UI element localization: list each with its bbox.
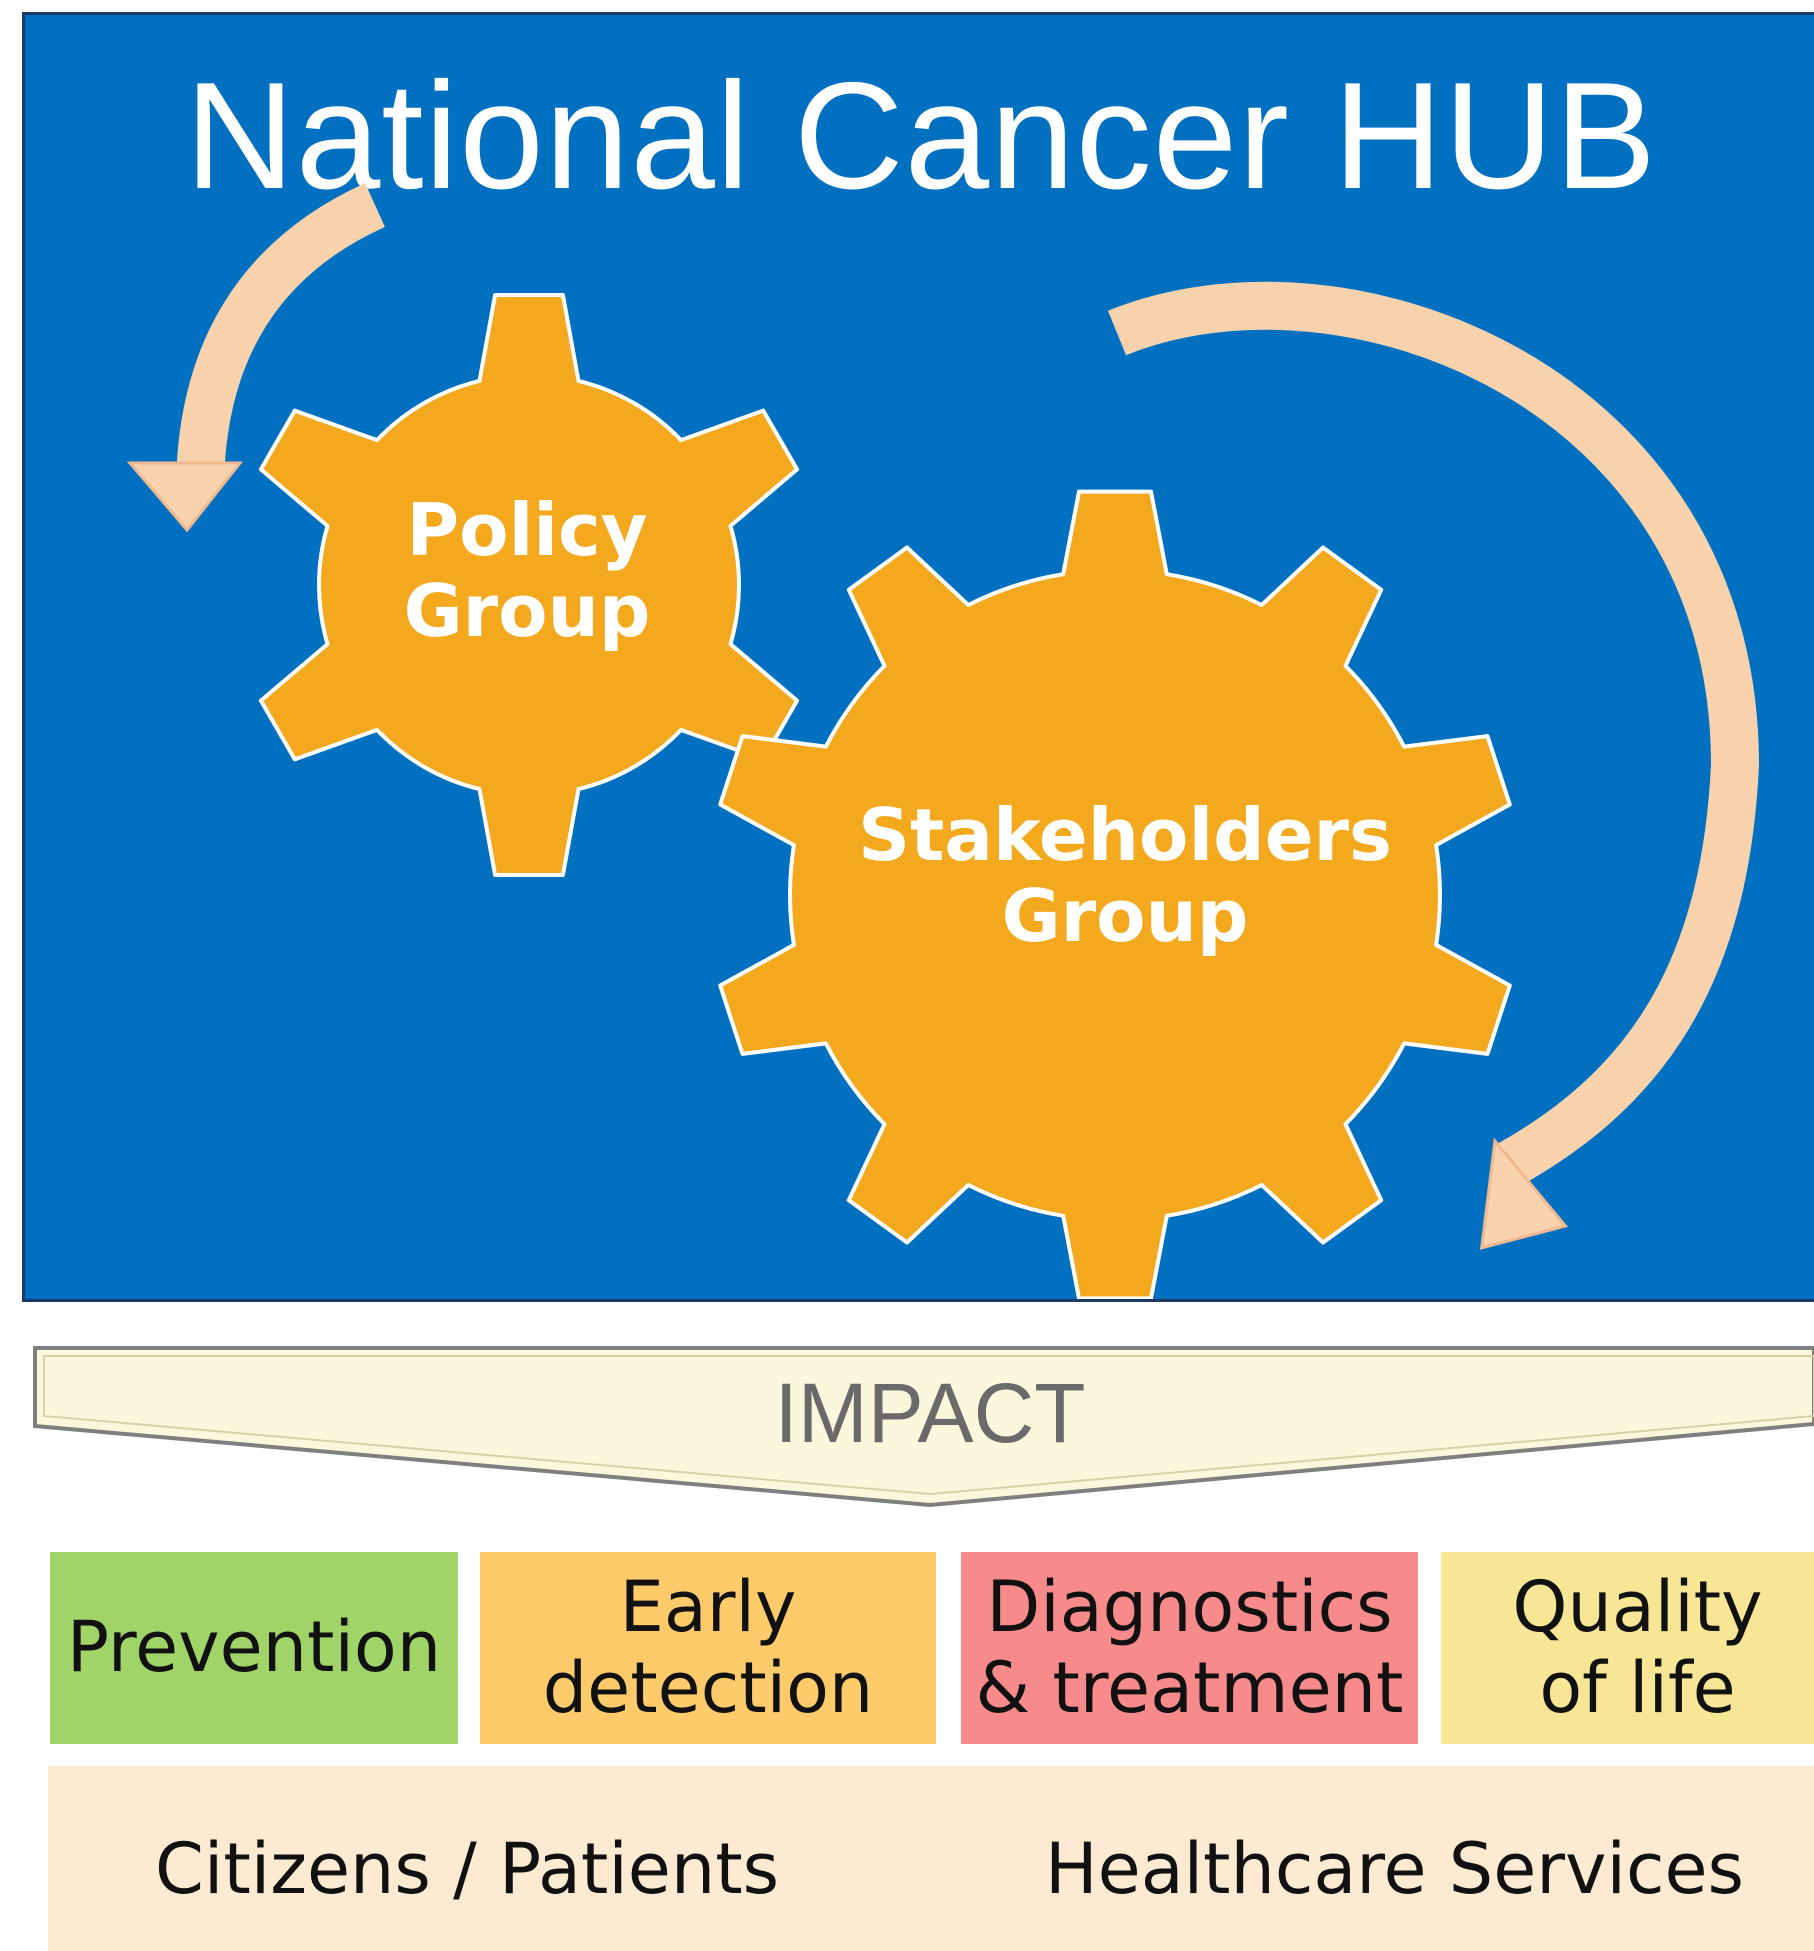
policy-gear-icon (258, 293, 800, 877)
area-diagnostics-line2: & treatment (975, 1647, 1404, 1729)
impact-label: IMPACT (774, 1366, 1086, 1460)
hub-panel: National Cancer HUB Policy Group Stakeho… (22, 12, 1814, 1302)
area-early-detection-line1: Early (619, 1565, 797, 1648)
area-early-detection-line2: detection (542, 1647, 874, 1729)
stakeholder-groups-band (48, 1766, 1814, 1951)
hub-title: National Cancer HUB (184, 51, 1658, 221)
area-prevention: Prevention (50, 1552, 458, 1744)
citizens-patients-label: Citizens / Patients (155, 1828, 780, 1910)
area-diagnostics-line1: Diagnostics (986, 1565, 1393, 1648)
policy-group-line2: Group (403, 568, 651, 653)
cycle-arrow-left-icon (126, 183, 386, 533)
cycle-arrow-right-icon (1107, 281, 1760, 1250)
stakeholders-group-line1: Stakeholders (858, 793, 1392, 877)
area-quality-line2: of life (1539, 1647, 1736, 1729)
stakeholders-group-line2: Group (1001, 873, 1249, 958)
area-early-detection: Early detection (480, 1552, 936, 1744)
area-quality-of-life: Quality of life (1441, 1552, 1814, 1744)
area-prevention-line1: Prevention (66, 1606, 442, 1689)
stakeholders-group-label: Stakeholders Group (845, 795, 1405, 956)
healthcare-services-label: Healthcare Services (1045, 1828, 1744, 1910)
policy-group-label: Policy Group (377, 490, 677, 651)
area-quality-line1: Quality (1512, 1565, 1763, 1648)
policy-group-line1: Policy (406, 488, 648, 572)
impact-chevron (33, 1346, 1814, 1508)
hub-diagram (126, 183, 1760, 1299)
stakeholders-gear-icon (718, 489, 1512, 1299)
area-diagnostics-treatment: Diagnostics & treatment (961, 1552, 1418, 1744)
